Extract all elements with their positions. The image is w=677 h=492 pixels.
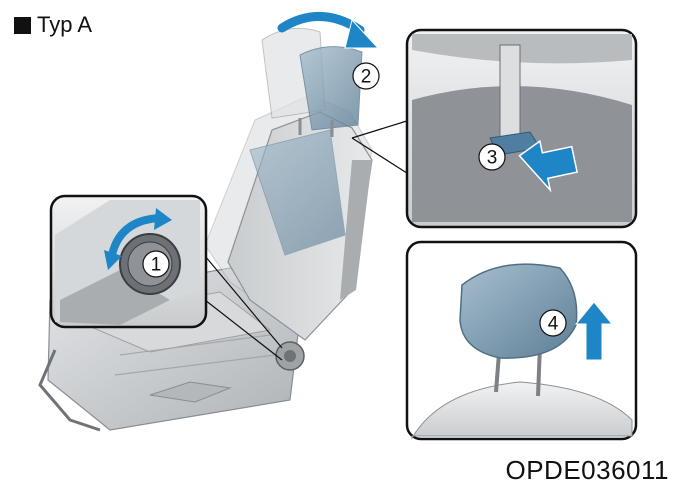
- callout-2: [352, 62, 380, 90]
- curved-double-arrow-icon: [104, 208, 172, 270]
- connector-headrest: [351, 119, 411, 176]
- black-square-icon: [14, 16, 31, 34]
- inset-panel-button: 3: [405, 28, 638, 229]
- backrest: [227, 111, 373, 341]
- curved-arrow-icon: [277, 12, 380, 49]
- headrest-main: [261, 27, 363, 137]
- up-arrow-icon: [574, 301, 614, 361]
- arrow-icon: [518, 139, 579, 193]
- callout-3-label: 3: [487, 148, 498, 169]
- figure-title-text: Typ A: [37, 12, 93, 37]
- inset-panel-knob: 1: [49, 194, 208, 329]
- connector-knob: [199, 249, 283, 361]
- callout-3: [478, 143, 506, 171]
- callout-1: [142, 250, 170, 278]
- inset-panel-headrest: 4: [405, 240, 638, 441]
- callout-4: [539, 309, 567, 337]
- figure-code: OPDE036011: [505, 455, 669, 485]
- callout-1-label: 1: [151, 255, 162, 276]
- callout-2-label: 2: [361, 67, 372, 88]
- figure-title: Typ A: [14, 12, 92, 38]
- callout-4-label: 4: [548, 314, 559, 335]
- recline-knob-center: [284, 350, 296, 362]
